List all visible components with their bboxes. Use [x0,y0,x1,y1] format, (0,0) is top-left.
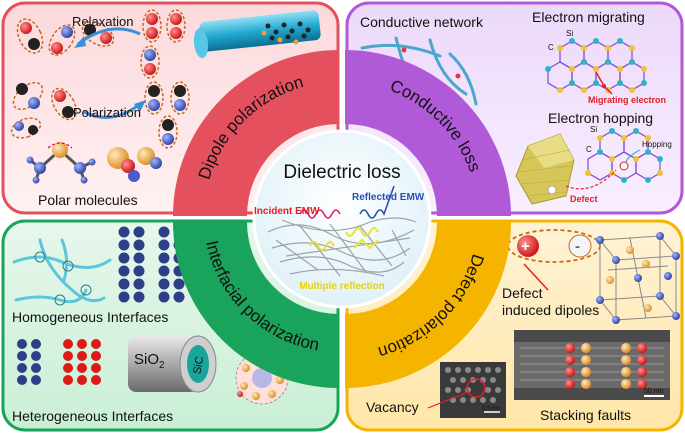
homogeneous-atom [159,240,170,251]
scale-bar-05nm: 0.5 nm [482,406,500,412]
c-label-2: C [586,145,592,154]
heterogeneous-atom-red [91,363,101,373]
homogeneous-atom [119,266,130,277]
si-label-2: Si [590,125,597,134]
homogeneous-atom [159,266,170,277]
svg-text:+: + [521,238,530,255]
relaxation-label: Relaxation [72,14,133,29]
incident-emw-label: Incident EMW [254,206,320,217]
defect-small-label: Defect [570,194,598,204]
defect-dipoles-label-line1: Defect [502,285,543,301]
homogeneous-atom [174,292,185,303]
heterogeneous-atom-blue [31,363,41,373]
homogeneous-atom [159,279,170,290]
polarization-label: Polarization [73,105,141,120]
conductive-network-label: Conductive network [360,14,484,30]
heterogeneous-atom-red [63,375,73,385]
vacancy-label: Vacancy [366,399,419,415]
migrating-electron-label: Migrating electron [588,95,666,105]
heterogeneous-atom-red [63,363,73,373]
heterogeneous-atom-red [91,375,101,385]
homogeneous-atom [119,253,130,264]
homogeneous-label: Homogeneous Interfaces [12,309,168,325]
reflected-emw-label: Reflected EMW [352,192,425,203]
homogeneous-atom [174,279,185,290]
homogeneous-atom [119,279,130,290]
homogeneous-atom [119,292,130,303]
homogeneous-atom [134,292,145,303]
homogeneous-atom [119,227,130,238]
electron-hopping-label: Electron hopping [548,110,653,126]
heterogeneous-atom-blue [31,351,41,361]
heterogeneous-atom-red [77,339,87,349]
stacking-faults-label: Stacking faults [540,407,631,423]
homogeneous-atom [134,266,145,277]
polar-molecules-label: Polar molecules [38,192,138,208]
heterogeneous-atom-red [91,339,101,349]
c-label-1: C [548,43,554,52]
si-label-1: Si [566,29,573,38]
homogeneous-atom [159,292,170,303]
hopping-small-label: Hopping [642,140,672,149]
heterogeneous-atom-red [91,351,101,361]
homogeneous-atom [134,253,145,264]
center-title: Dielectric loss [283,162,400,183]
heterogeneous-atom-red [77,363,87,373]
homogeneous-atom [159,253,170,264]
homogeneous-atom [134,227,145,238]
scale-bar-50nm: 50 nm [644,388,664,395]
heterogeneous-atom-blue [17,375,27,385]
heterogeneous-atom-blue [17,363,27,373]
heterogeneous-atom-blue [17,339,27,349]
heterogeneous-label: Heterogeneous Interfaces [12,408,173,424]
heterogeneous-atom-red [77,351,87,361]
heterogeneous-atom-blue [31,339,41,349]
heterogeneous-atom-blue [17,351,27,361]
heterogeneous-atom-red [77,375,87,385]
homogeneous-atom [134,240,145,251]
heterogeneous-atom-red [63,351,73,361]
homogeneous-atom [159,227,170,238]
heterogeneous-atom-red [63,339,73,349]
defect-dipoles-label-line2: induced dipoles [502,302,599,318]
electron-migrating-label: Electron migrating [532,9,645,25]
homogeneous-atom [119,240,130,251]
svg-text:-: - [575,238,580,255]
multiple-reflection-label: Multiple reflection [299,281,385,292]
homogeneous-atom [134,279,145,290]
heterogeneous-atom-blue [31,375,41,385]
